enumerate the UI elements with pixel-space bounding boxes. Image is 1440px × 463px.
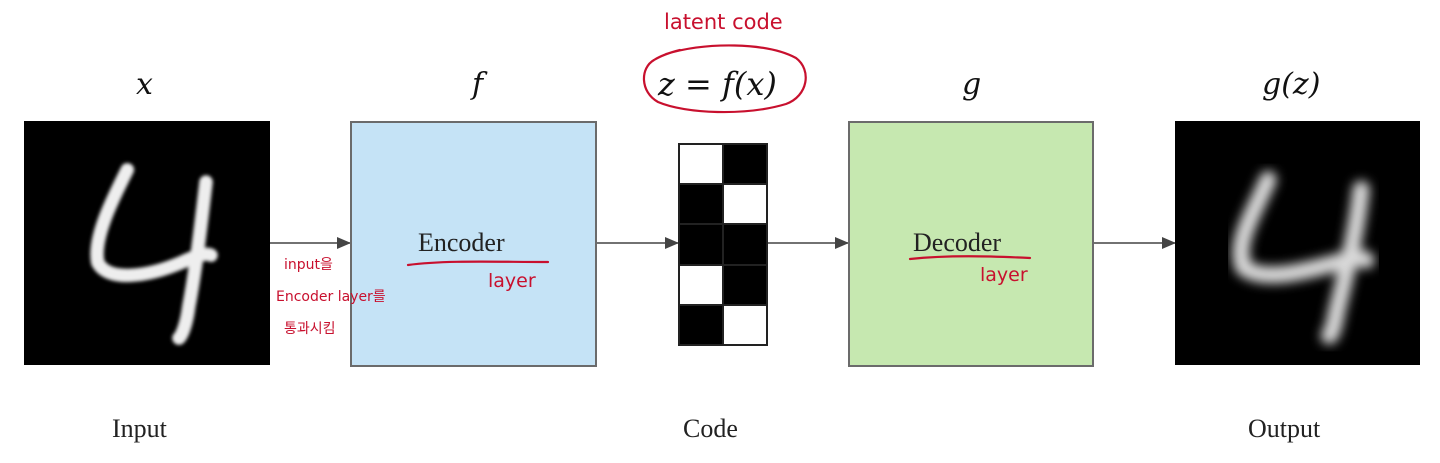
code-cell-r3-c1 [723, 264, 767, 305]
math-label-gz: g(z) [1262, 67, 1321, 102]
decoder-label: Decoder [913, 228, 1002, 257]
input-digit-image [24, 121, 270, 365]
encoder-box [350, 121, 597, 367]
code-cell-r4-c1 [723, 304, 767, 345]
code-cell-r2-c0 [679, 224, 723, 265]
decoder-box [848, 121, 1094, 367]
code-cell-r3-c0 [679, 264, 723, 305]
output-digit-image [1175, 121, 1420, 365]
code-cell-r0-c1 [723, 144, 767, 185]
math-label-code: z = f(x) [658, 65, 777, 103]
annotation-input-note-2: Encoder layer를 [276, 289, 386, 305]
encoder-underline [406, 260, 550, 267]
annotation-input-note-3: 통과시킴 [284, 321, 336, 337]
annotation-circle [642, 44, 807, 114]
math-label-x: x [136, 67, 153, 102]
math-label-f: f [472, 67, 484, 102]
decoder-underline [908, 255, 1032, 261]
math-label-g: g [962, 67, 982, 102]
code-cell-r4-c0 [679, 304, 723, 345]
code-vector-grid [678, 143, 768, 346]
code-cell-r1-c1 [723, 184, 767, 225]
annotation-input-note-1: input을 [284, 257, 333, 273]
annotation-encoder-layer: layer [488, 270, 536, 292]
code-cell-r2-c1 [723, 224, 767, 265]
annotation-decoder-layer: layer [980, 264, 1028, 286]
caption-output: Output [1248, 414, 1321, 443]
code-cell-r1-c0 [679, 184, 723, 225]
caption-code: Code [683, 414, 738, 443]
code-cell-r0-c0 [679, 144, 723, 185]
encoder-label: Encoder [418, 228, 505, 257]
caption-input: Input [112, 414, 167, 443]
annotation-latent-code: latent code [664, 10, 783, 34]
